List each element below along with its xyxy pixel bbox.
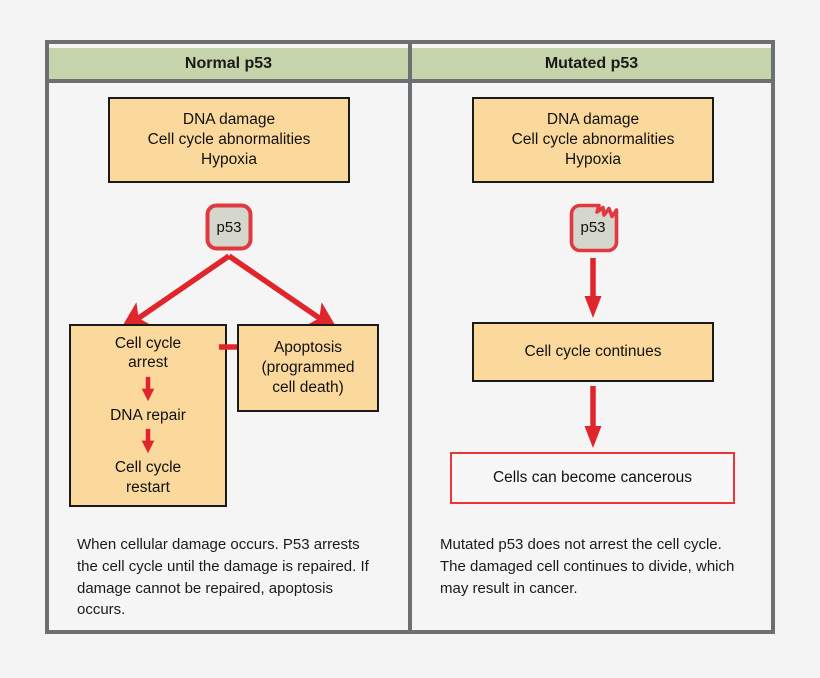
caption-mutated: Mutated p53 does not arrest the cell cyc… [440,536,735,597]
stimulus-box-mutated: DNA damage Cell cycle abnormalities Hypo… [472,97,714,183]
column-mutated-p53: Mutated p53 DNA damage Cell cycle abnorm… [412,44,771,630]
cancerous-cells-box: Cells can become cancerous [450,452,735,504]
arrow-diagonal-icon-left-pair [119,253,339,332]
p53-protein-mutated-label: p53 [580,218,606,236]
arrest-step-0-label: Cell cycle arrest [114,335,182,372]
stimulus-box-normal-label: DNA damage Cell cycle abnormalities Hypo… [147,111,311,168]
arrest-step-2-label: Cell cycle restart [114,459,182,496]
column-divider [408,44,412,630]
broken-protein-icon [569,203,619,253]
apoptosis-box: Apoptosis (programmed cell death) [237,324,379,412]
arrest-step-1-label: DNA repair [110,406,186,424]
caption-normal: When cellular damage occurs. P53 arrests… [77,536,369,619]
cell-cycle-continues-box: Cell cycle continues [472,322,714,382]
column-header-mutated: Mutated p53 [412,48,771,83]
p53-pathway-figure: Normal p53 DNA damage Cell cycle abnorma… [45,40,775,634]
apoptosis-box-label: Apoptosis (programmed cell death) [261,339,355,396]
cancerous-cells-label: Cells can become cancerous [492,469,693,487]
column-header-normal: Normal p53 [49,48,408,83]
arrow-down-icon-repair-to-restart [141,429,155,454]
column-normal-p53: Normal p53 DNA damage Cell cycle abnorma… [49,44,408,630]
cell-cycle-arrest-box: Cell cycle arrest DNA repair Cell cycle … [69,324,227,507]
arrow-down-icon-p53-to-continues [584,258,602,318]
stimulus-box-mutated-label: DNA damage Cell cycle abnormalities Hypo… [511,111,675,168]
p53-protein-normal-label: p53 [216,218,242,236]
arrow-down-icon-continues-to-cancer [584,386,602,448]
cell-cycle-continues-label: Cell cycle continues [524,343,662,361]
arrow-down-icon-arrest-to-repair [141,376,155,402]
stimulus-box-normal: DNA damage Cell cycle abnormalities Hypo… [108,97,350,183]
p53-protein-normal: p53 [205,203,253,251]
p53-protein-mutated: p53 [569,203,619,253]
p53-shape-icon [205,203,253,251]
